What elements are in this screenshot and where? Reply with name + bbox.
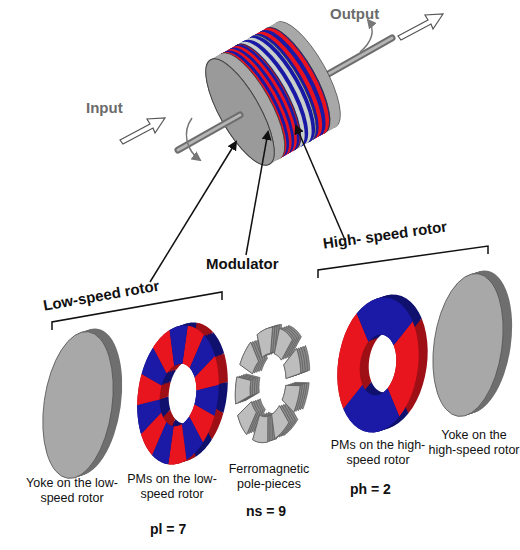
pole-piece [240, 342, 259, 374]
magnet-segment [137, 400, 161, 434]
pole-piece [253, 415, 268, 443]
pole-piece [235, 377, 251, 404]
pole-piece [284, 349, 301, 379]
pole-count: ns = 9 [246, 504, 286, 519]
input-shaft [178, 115, 240, 150]
input-arrow [120, 118, 165, 144]
pole-piece [272, 406, 289, 439]
output-arrow [398, 14, 443, 40]
part-label: Yoke on the high-speed rotor [428, 428, 520, 458]
pole-piece [238, 402, 257, 435]
shaft [178, 115, 240, 150]
input-label: Input [86, 100, 123, 115]
part-label: Yoke on the low-speed rotor [20, 476, 124, 506]
part-label: PMs on the low-speed rotor [126, 472, 218, 502]
pole-piece [257, 327, 272, 357]
leader-arrow [246, 132, 268, 255]
pole-count: pl = 7 [150, 522, 186, 537]
part-label: Ferromagnetic pole-pieces [222, 462, 316, 492]
group-label: Modulator [206, 256, 279, 271]
yoke-disc [34, 327, 122, 483]
output-label: Output [330, 6, 379, 21]
yoke-disc [424, 269, 511, 421]
group-label: High- speed rotor [322, 219, 448, 251]
pole-piece [284, 349, 301, 379]
leader-arrow [296, 126, 345, 240]
group-bracket [318, 246, 488, 278]
rotation-arrow [360, 20, 372, 52]
rotation-arrow [186, 118, 200, 160]
assembled-gear [193, 13, 353, 174]
exploded-parts [34, 266, 520, 483]
magnet-segment [195, 356, 219, 390]
pole-piece [274, 328, 292, 360]
pole-piece [282, 385, 300, 412]
pole-piece [272, 406, 289, 439]
pole-piece [240, 342, 259, 374]
pole-piece [235, 377, 251, 404]
pole-count: ph = 2 [350, 482, 391, 497]
pole-piece [238, 402, 257, 435]
magnet-segment [170, 326, 188, 366]
magnet-segment [357, 298, 413, 346]
shaft-highlight [178, 115, 240, 150]
disc-slice [194, 49, 288, 173]
pole-piece [257, 327, 272, 357]
part-label: PMs on the high-speed rotor [330, 438, 426, 468]
group-label: Low-speed rotor [42, 278, 160, 313]
